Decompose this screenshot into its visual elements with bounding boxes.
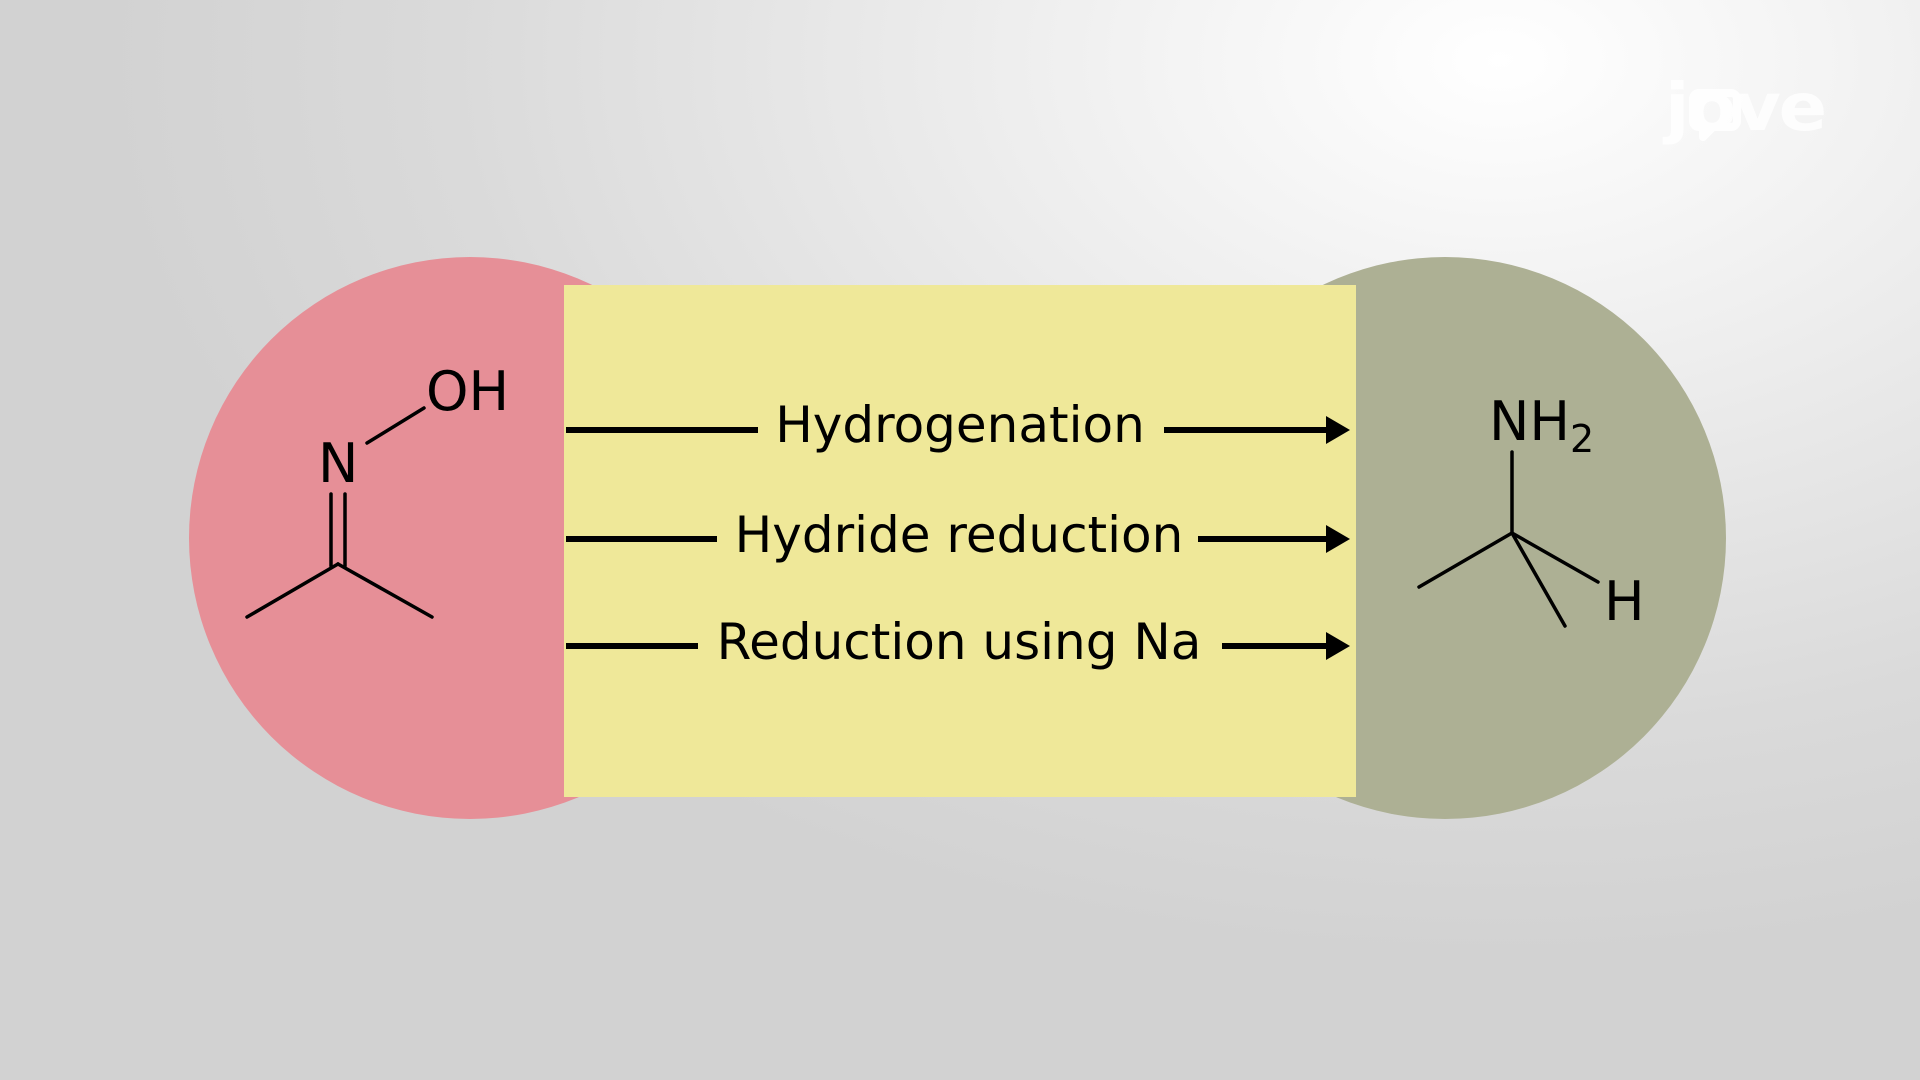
atom-label-n: N (318, 432, 358, 495)
bond-c-methyl-left (245, 562, 340, 619)
reaction-label-hydrogenation: Hydrogenation (775, 396, 1145, 454)
atom-label-h: H (1604, 570, 1645, 633)
logo-speech-bubble-icon (1689, 89, 1741, 141)
reaction-label-hydride-reduction: Hydride reduction (735, 506, 1184, 564)
arrowhead-sodium (1326, 632, 1350, 660)
jove-logo: jove (1662, 69, 1827, 145)
bond-n-o (365, 406, 426, 445)
reaction-arrows (566, 427, 1330, 649)
product-structure (1417, 450, 1600, 628)
bond-c-methyl-down (1510, 531, 1567, 628)
bond-c-h (1510, 531, 1600, 584)
arrowhead-hydride (1326, 525, 1350, 553)
reaction-label-reduction-using-na: Reduction using Na (717, 613, 1202, 671)
bond-c-methyl-right (336, 562, 434, 619)
atom-label-nh: NH (1489, 390, 1570, 453)
reactant-structure (245, 406, 434, 619)
arrowhead-hydrogenation (1326, 416, 1350, 444)
atom-label-oh: OH (426, 360, 509, 423)
atom-label-subscript-2: 2 (1570, 417, 1594, 461)
atom-label-nh2: NH2 (1489, 390, 1594, 461)
bond-c-methyl-left (1417, 531, 1514, 589)
logo-text: jove (1662, 69, 1825, 145)
